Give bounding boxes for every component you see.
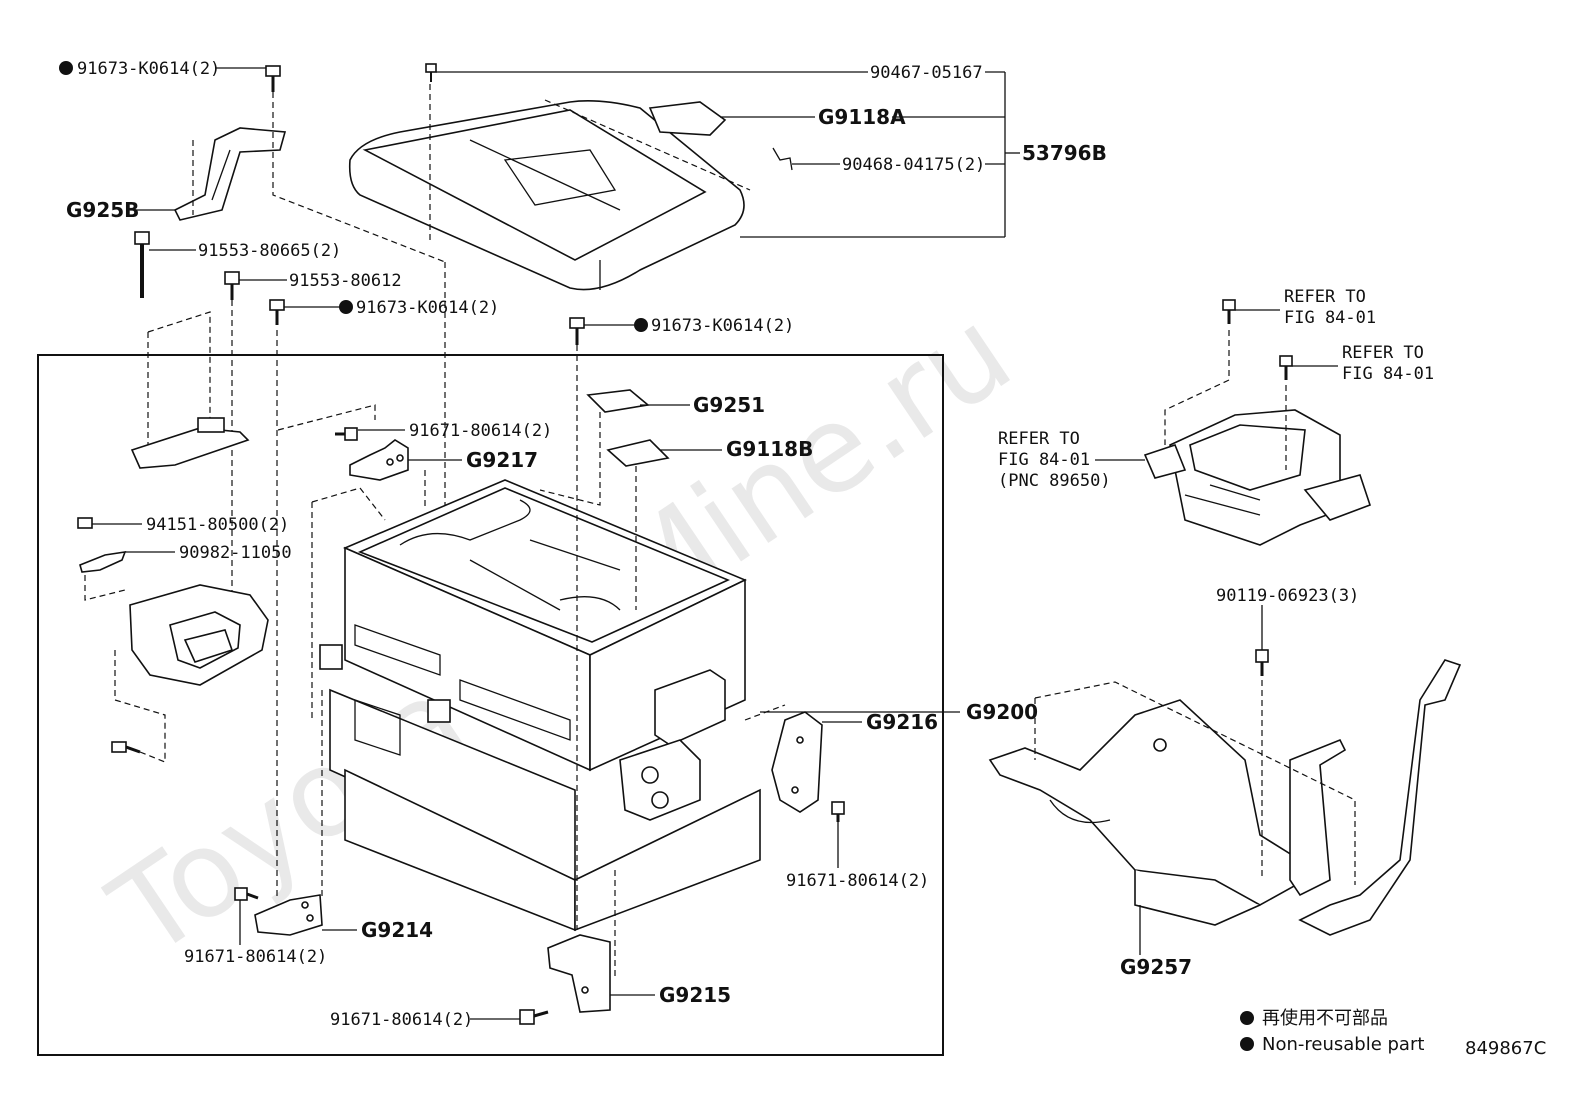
bolt-91671-b — [831, 801, 845, 822]
label-90119: 90119-06923(3) — [1216, 586, 1359, 606]
bolt-91553-80665 — [134, 231, 150, 298]
label-53796b: 53796B — [1022, 141, 1107, 165]
label-90982: 90982-11050 — [179, 543, 292, 563]
bracket-g9217 — [349, 439, 409, 481]
label-g9257: G9257 — [1120, 955, 1192, 979]
nonreusable-dot — [634, 318, 648, 332]
clip-90468 — [772, 147, 793, 171]
label-90468: 90468-04175(2) — [842, 155, 985, 175]
legend-line-2: Non-reusable part — [1262, 1034, 1424, 1055]
bracket-g9214 — [254, 894, 323, 936]
nonreusable-dot — [1240, 1011, 1254, 1025]
label-g9200: G9200 — [966, 700, 1038, 724]
label-g9215: G9215 — [659, 983, 731, 1007]
label-91553-80665: 91553-80665(2) — [198, 241, 341, 261]
bracket-g925b — [173, 127, 287, 221]
label-91671-a: 91671-80614(2) — [409, 421, 552, 441]
label-refer2-b: FIG 84-01 — [1342, 364, 1434, 384]
tray-g9257 — [988, 659, 1462, 936]
bolt-90119 — [1255, 649, 1269, 676]
legend-line-1: 再使用不可部品 — [1262, 1008, 1388, 1029]
bolt-91671-a — [335, 427, 358, 441]
label-refer3-c: (PNC 89650) — [998, 471, 1111, 491]
bolt-91553-80612 — [224, 271, 240, 300]
assembly-frame — [37, 354, 944, 1056]
label-g9217: G9217 — [466, 448, 538, 472]
label-g9118a: G9118A — [818, 105, 906, 129]
screw-90467 — [425, 63, 437, 82]
bolt-ecu-2 — [1279, 355, 1293, 380]
label-g9251: G9251 — [693, 393, 765, 417]
bolt-ecu-1 — [1222, 299, 1236, 324]
label-refer1-a: REFER TO — [1284, 287, 1366, 307]
bolt-91673-mid — [269, 299, 285, 325]
cover-part — [348, 100, 745, 291]
label-g9118b: G9118B — [726, 437, 813, 461]
pad-g9118a — [648, 101, 727, 136]
bolt-91673-top — [265, 65, 281, 92]
label-g925b: G925B — [66, 198, 139, 222]
clamp-90982 — [79, 551, 127, 573]
label-91673-right: 91673-K0614(2) — [651, 316, 794, 336]
label-g9214: G9214 — [361, 918, 433, 942]
bolt-small-left — [111, 741, 141, 754]
label-91673-top: 91673-K0614(2) — [77, 59, 220, 79]
connector-block — [129, 584, 269, 686]
leader-lines — [92, 67, 1338, 1020]
label-refer3-b: FIG 84-01 — [998, 450, 1090, 470]
bolt-91673-right — [569, 317, 585, 345]
plate-part — [130, 417, 250, 469]
bracket-g9216 — [771, 711, 823, 813]
label-refer1-b: FIG 84-01 — [1284, 308, 1376, 328]
inverter-assembly — [319, 479, 761, 932]
nonreusable-dot — [1240, 1037, 1254, 1051]
pad-g9251 — [586, 389, 650, 413]
bolt-91671-c — [234, 887, 259, 901]
nut-94151 — [77, 517, 93, 529]
bracket-g9215 — [547, 934, 611, 1013]
bolt-91671-d — [519, 1009, 549, 1025]
figure-code: 849867C — [1465, 1038, 1546, 1059]
pad-g9118b — [606, 439, 670, 467]
nonreusable-dot — [59, 61, 73, 75]
label-g9216: G9216 — [866, 710, 938, 734]
label-90467: 90467-05167 — [870, 63, 983, 83]
label-91671-b: 91671-80614(2) — [786, 871, 929, 891]
label-refer3-a: REFER TO — [998, 429, 1080, 449]
label-91553-80612: 91553-80612 — [289, 271, 402, 291]
label-91671-c: 91671-80614(2) — [184, 947, 327, 967]
ecu-module — [1143, 409, 1372, 546]
label-94151: 94151-80500(2) — [146, 515, 289, 535]
nonreusable-dot — [339, 300, 353, 314]
label-91673-mid: 91673-K0614(2) — [356, 298, 499, 318]
label-91671-d: 91671-80614(2) — [330, 1010, 473, 1030]
label-refer2-a: REFER TO — [1342, 343, 1424, 363]
